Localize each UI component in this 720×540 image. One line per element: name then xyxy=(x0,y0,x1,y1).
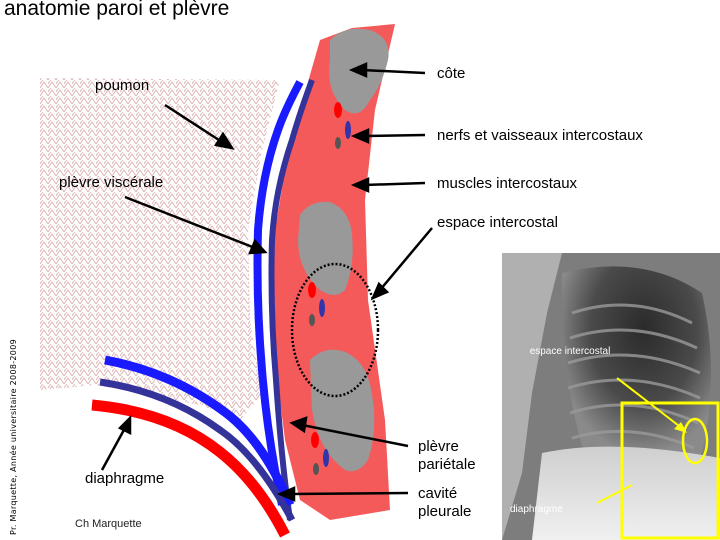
label-plevre-parietale-line1: plèvre xyxy=(418,438,459,455)
label-espace-intercostal: espace intercostal xyxy=(437,214,558,231)
arrow-plevre-par xyxy=(301,423,409,448)
lung-area xyxy=(40,78,280,420)
label-cavite-pleurale: cavité pleurale xyxy=(418,485,471,521)
rib-3 xyxy=(310,349,375,472)
arrow-plevre-visc xyxy=(124,195,256,250)
label-muscles-intercostaux: muscles intercostaux xyxy=(437,175,578,192)
credit-text: Ch Marquette xyxy=(75,518,142,530)
page-title: anatomie paroi et plèvre xyxy=(4,0,230,20)
vessel-artery-2 xyxy=(308,282,316,298)
label-cote: côte xyxy=(437,65,466,82)
vessel-nerve-2 xyxy=(309,314,315,326)
xray-label-espace: espace intercostal xyxy=(529,346,611,357)
vessel-artery-1 xyxy=(334,102,342,118)
vertical-course-note: Pr. Marquette, Année universitaire 2008-… xyxy=(9,339,18,535)
diaphragm-blue xyxy=(104,355,295,507)
label-cavite-pleurale-line1: cavité xyxy=(418,485,458,502)
arrow-cavite xyxy=(289,491,409,496)
label-plevre-parietale-line2: pariétale xyxy=(418,456,476,473)
rib-2 xyxy=(298,201,353,295)
diaphragm-red xyxy=(91,399,290,538)
arrow-muscles xyxy=(363,181,426,187)
arrow-poumon xyxy=(164,103,223,144)
label-cavite-pleurale-line2: pleurale xyxy=(418,503,472,520)
label-diaphragme: diaphragme xyxy=(85,470,165,487)
arrow-espace xyxy=(379,227,433,291)
label-plevre-viscerale: plèvre viscérale xyxy=(59,174,164,191)
vessel-vein-3 xyxy=(323,449,329,467)
vessel-vein-1 xyxy=(345,121,351,139)
chest-xray-image xyxy=(502,253,720,540)
arrow-nerfs xyxy=(363,133,426,138)
diaphragm-navy xyxy=(99,378,296,522)
vessel-nerve-3 xyxy=(313,463,319,475)
parietal-pleura xyxy=(268,78,315,521)
vessel-artery-3 xyxy=(311,432,319,448)
arrow-diaphragme xyxy=(100,427,127,471)
vessel-vein-2 xyxy=(319,299,325,317)
vessel-nerve-1 xyxy=(335,137,341,149)
arrow-cote xyxy=(361,68,426,75)
label-poumon: poumon xyxy=(95,77,150,94)
label-plevre-parietale: plèvre pariétale xyxy=(418,438,476,474)
intercostal-highlight xyxy=(290,262,380,398)
label-nerfs-vaisseaux: nerfs et vaisseaux intercostaux xyxy=(437,127,643,144)
xray-label-diaphragme: diaphragme xyxy=(510,504,563,515)
